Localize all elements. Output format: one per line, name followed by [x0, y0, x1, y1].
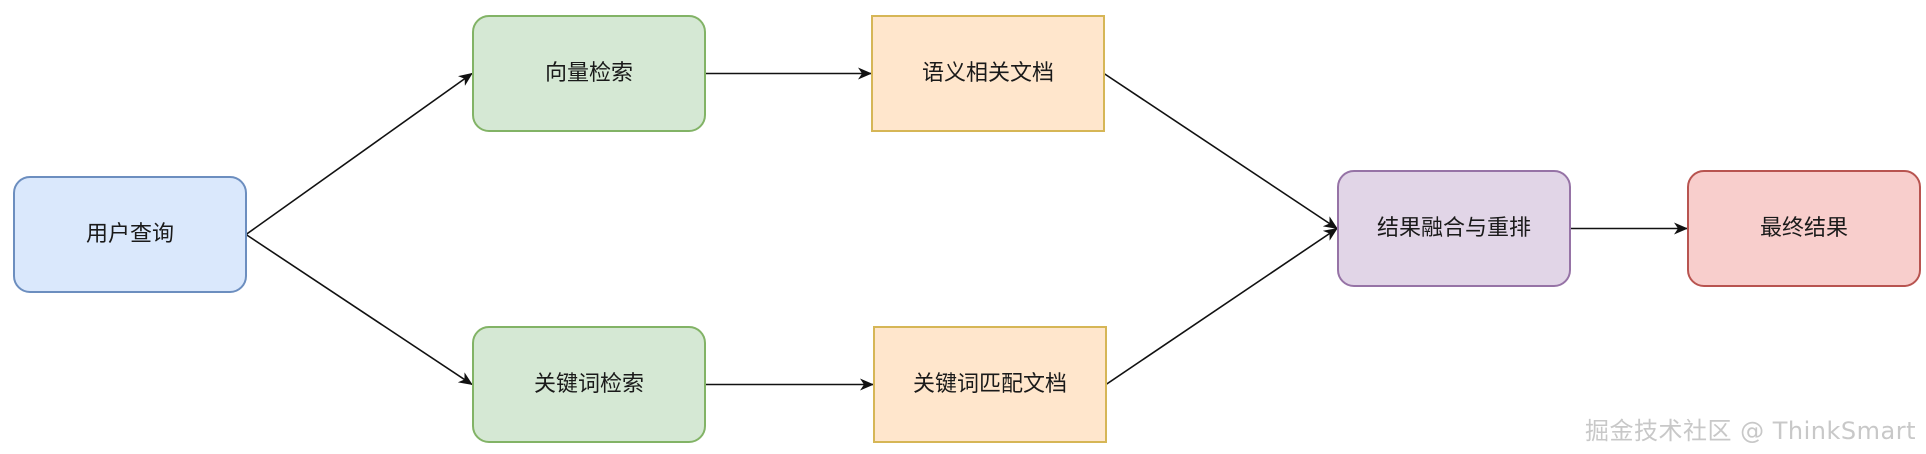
- node-semantic-docs: 语义相关文档: [871, 15, 1105, 132]
- edge-semantic-docs-to-fusion-rerank: [1103, 72, 1338, 230]
- node-fusion-rerank: 结果融合与重排: [1337, 170, 1571, 287]
- watermark: 掘金技术社区 @ ThinkSmart: [1584, 417, 1916, 445]
- node-box-semantic-docs: [871, 15, 1105, 132]
- node-label-keyword-search: 关键词检索: [534, 372, 644, 397]
- node-keyword-docs: 关键词匹配文档: [873, 326, 1107, 443]
- node-user-query: 用户查询: [13, 176, 247, 293]
- node-vector-search: 向量检索: [472, 15, 706, 132]
- node-label-keyword-docs: 关键词匹配文档: [913, 372, 1067, 397]
- node-box-keyword-docs: [873, 326, 1107, 443]
- edge-keyword-docs-to-fusion-rerank: [1105, 227, 1338, 386]
- node-box-vector-search: [472, 15, 706, 132]
- node-label-semantic-docs: 语义相关文档: [922, 61, 1054, 86]
- edge-user-query-to-vector-search: [245, 72, 473, 236]
- node-keyword-search: 关键词检索: [472, 326, 706, 443]
- node-label-user-query: 用户查询: [86, 222, 174, 247]
- edge-user-query-to-keyword-search: [245, 233, 473, 386]
- node-box-user-query: [13, 176, 247, 293]
- node-label-fusion-rerank: 结果融合与重排: [1377, 216, 1531, 241]
- node-label-final-result: 最终结果: [1760, 216, 1848, 241]
- edges-layer: [245, 67, 1688, 391]
- node-box-fusion-rerank: [1337, 170, 1571, 287]
- node-box-final-result: [1687, 170, 1921, 287]
- node-box-keyword-search: [472, 326, 706, 443]
- node-label-vector-search: 向量检索: [545, 61, 633, 86]
- node-final-result: 最终结果: [1687, 170, 1921, 287]
